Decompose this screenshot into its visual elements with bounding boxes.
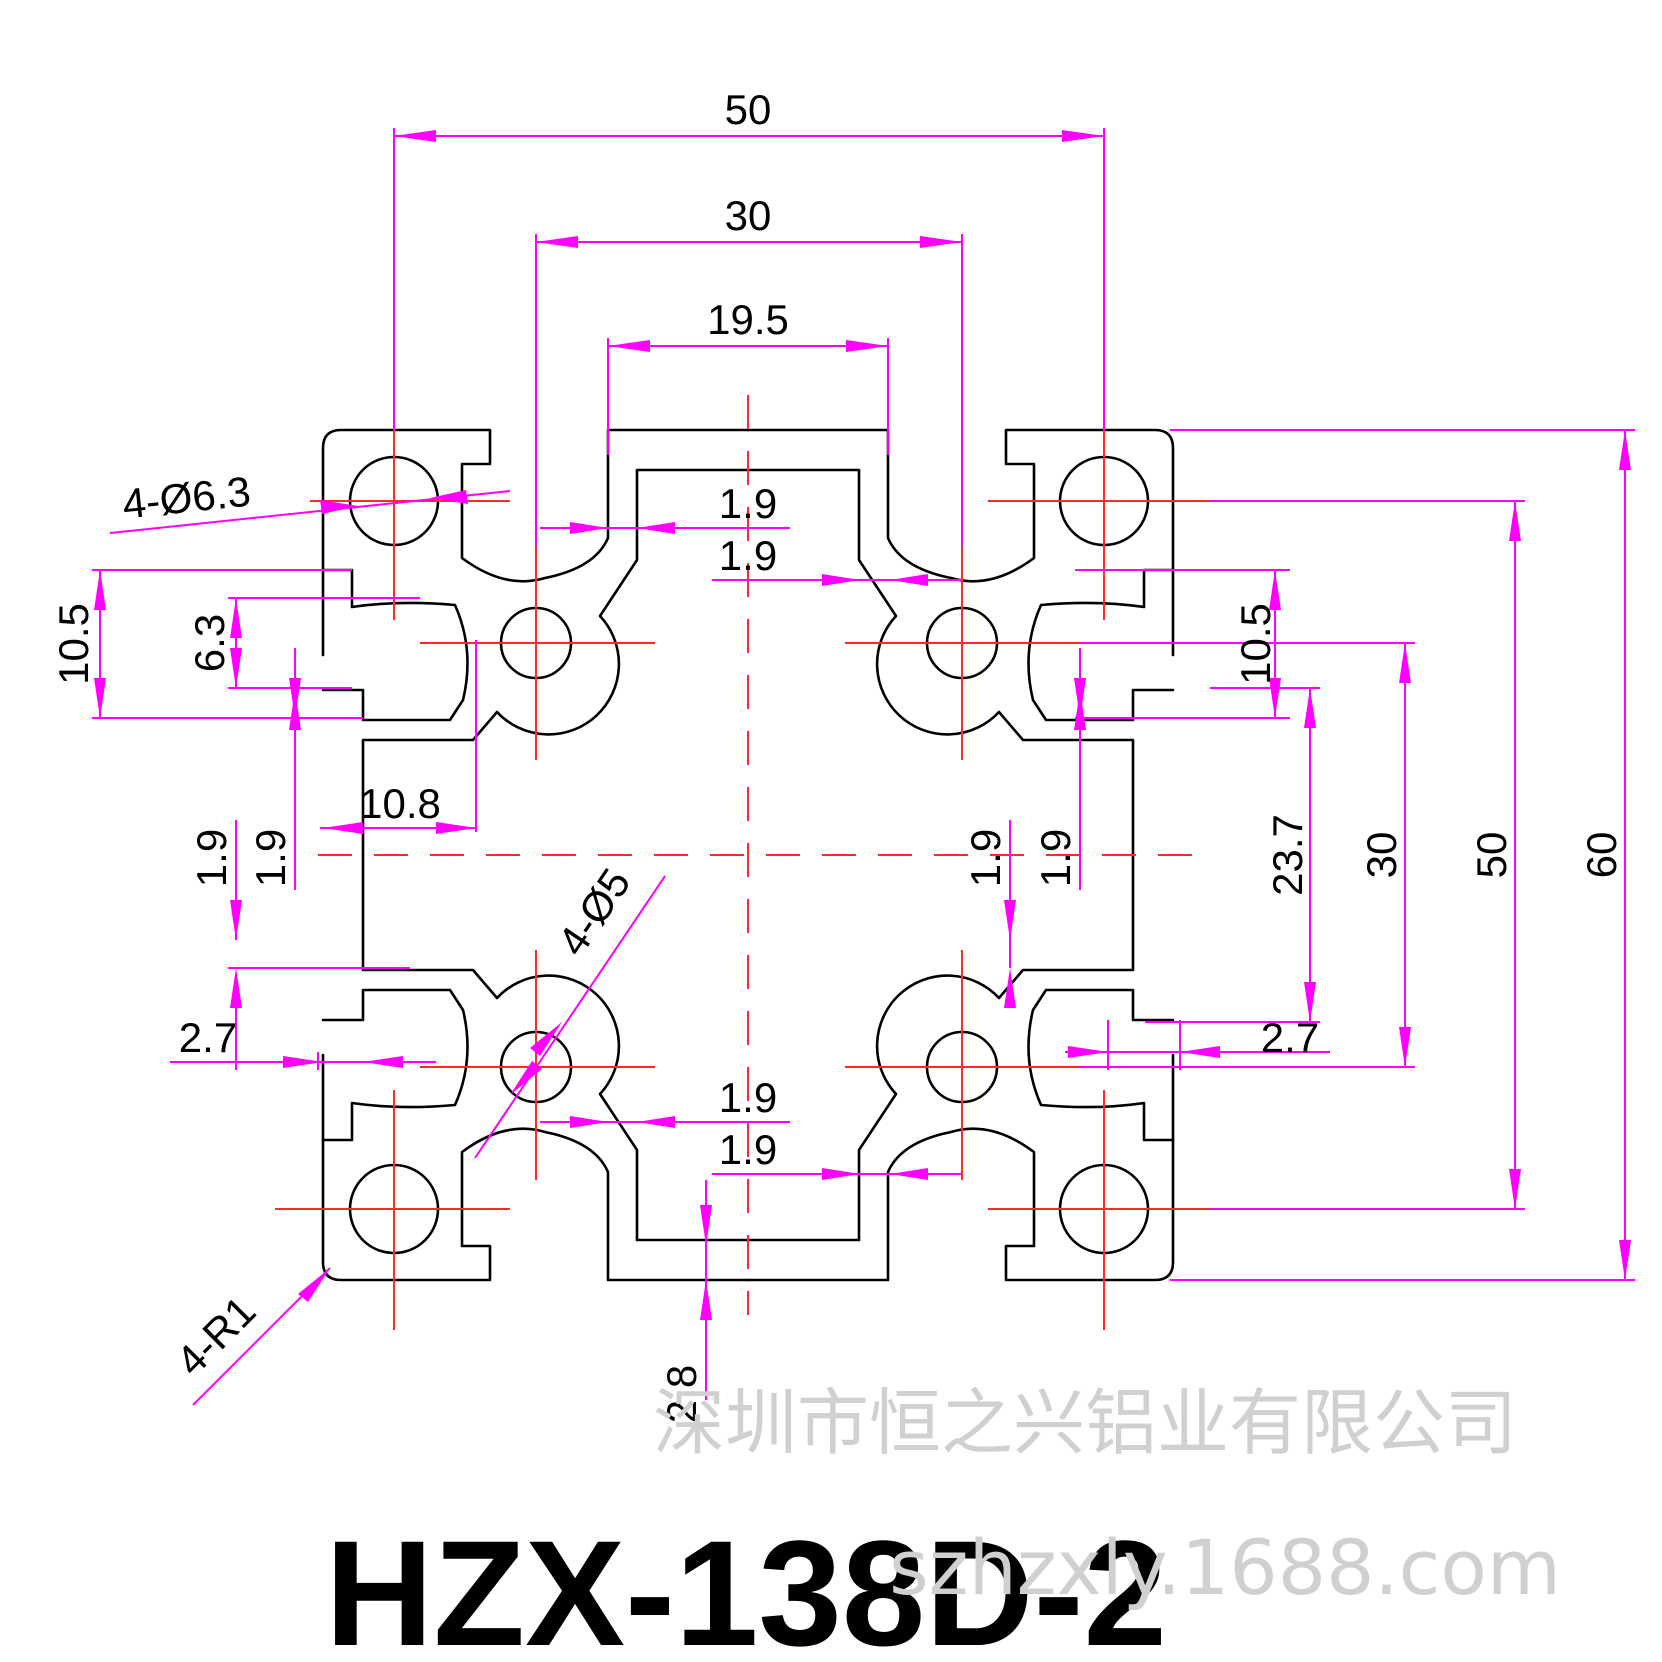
dim-right-60: 60 [1578, 832, 1625, 879]
dim-right-1-9-a: 1.9 [962, 829, 1009, 887]
dim-top-19-5: 19.5 [707, 296, 789, 343]
watermark-company: 深圳市恒之兴铝业有限公司 [653, 1381, 1517, 1465]
dim-top-30: 30 [725, 192, 772, 239]
dimension-arrows [94, 130, 1631, 1320]
dim-corner-hole-diameter: 4-Ø6.3 [120, 467, 253, 527]
dim-left-6-3: 6.3 [186, 614, 233, 672]
dim-bottom-2-8: 2.8 [658, 1365, 705, 1423]
dim-radius: 4-R1 [167, 1287, 265, 1385]
dim-right-1-9-b: 1.9 [1032, 829, 1079, 887]
watermark-website: szhzxly.1688.com [889, 1523, 1561, 1612]
dim-slot-bottom-1: 1.9 [719, 1074, 777, 1121]
dim-right-10-5: 10.5 [1232, 603, 1279, 685]
dim-left-1-9-a: 1.9 [188, 829, 235, 887]
model-number: HZX-138D-2 [325, 1509, 1167, 1662]
dim-right-30: 30 [1358, 832, 1405, 879]
dim-left-1-9-b: 1.9 [247, 829, 294, 887]
dim-slot-bottom-2: 1.9 [719, 1126, 777, 1173]
dim-slot-top-2: 1.9 [719, 532, 777, 579]
dimension-labels: 50 30 19.5 4-Ø6.3 1.9 1.9 1.9 1.9 10.5 6… [50, 86, 1625, 1423]
dim-left-10-5: 10.5 [50, 603, 97, 685]
dim-inner-hole-diameter: 4-Ø5 [548, 860, 639, 964]
dim-slot-top-1: 1.9 [719, 480, 777, 527]
dim-left-10-8: 10.8 [359, 780, 441, 827]
dim-left-2-7: 2.7 [179, 1014, 237, 1061]
dim-right-23-7: 23.7 [1264, 814, 1311, 896]
dim-right-2-7: 2.7 [1261, 1014, 1319, 1061]
dim-top-50: 50 [725, 86, 772, 133]
dim-right-50: 50 [1468, 832, 1515, 879]
